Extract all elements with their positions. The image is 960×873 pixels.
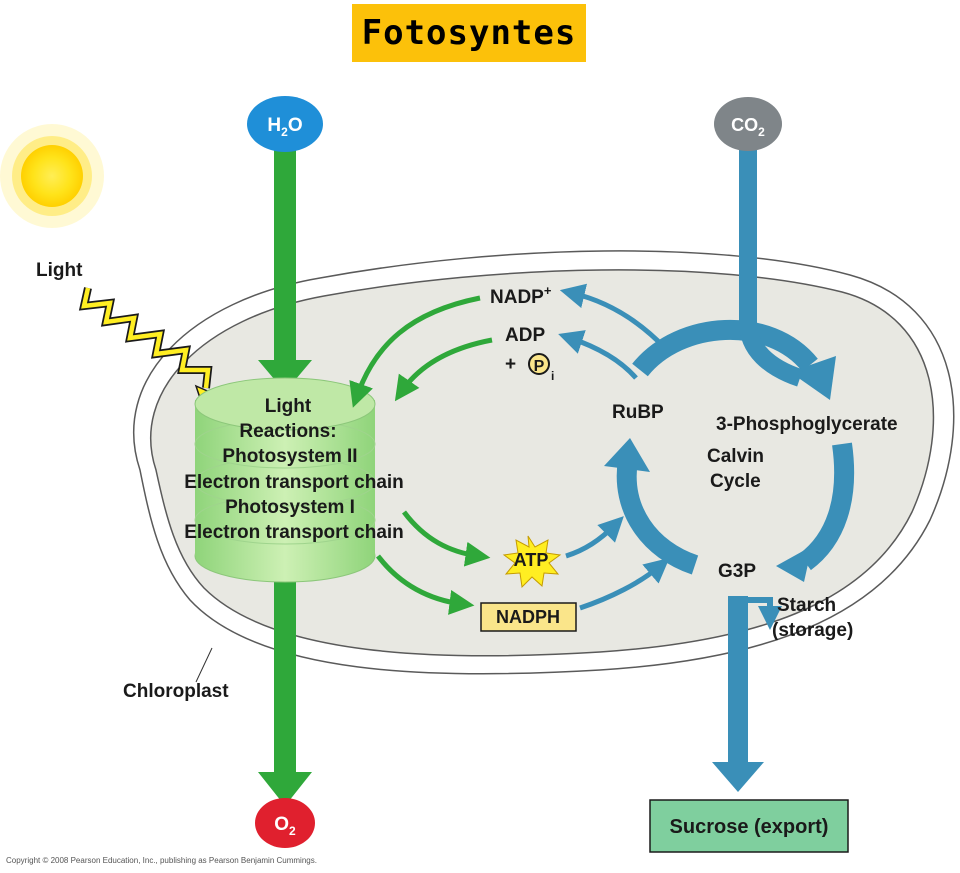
adp-label: ADP bbox=[505, 325, 545, 346]
calvin-arc-pga-to-g3p bbox=[798, 442, 855, 571]
calvin-cycle-line-1: Calvin bbox=[707, 446, 764, 467]
light-label: Light bbox=[36, 260, 83, 281]
calvin-arc-ribp-to-pga bbox=[632, 319, 818, 377]
nadph-box bbox=[480, 602, 577, 632]
co2-badge bbox=[714, 97, 782, 151]
water-badge bbox=[247, 96, 323, 152]
water-formula: H2O bbox=[267, 115, 302, 139]
arrowhead-pga bbox=[790, 356, 836, 400]
light-reactions-line-5: Photosystem I bbox=[225, 497, 355, 518]
g3p-label: G3P bbox=[718, 561, 756, 582]
chloroplast-pointer bbox=[195, 647, 213, 683]
light-reactions-line-1: Light bbox=[265, 396, 312, 417]
sun-icon bbox=[0, 124, 104, 228]
thylakoid-stack bbox=[194, 377, 376, 583]
light-reactions-line-3: Photosystem II bbox=[222, 446, 357, 467]
title-banner: Fotosyntes bbox=[352, 4, 586, 62]
light-reactions-line-2: Reactions: bbox=[239, 421, 336, 442]
page-title: Fotosyntes bbox=[361, 13, 577, 53]
light-reactions-to-atp-arrow bbox=[402, 510, 491, 567]
co2-arrow-shaft bbox=[739, 140, 804, 387]
phosphate-subscript: i bbox=[551, 369, 554, 383]
pga-label: 3-Phosphoglycerate bbox=[716, 414, 898, 435]
calvin-to-adp-arrow bbox=[558, 330, 638, 380]
co2-formula: CO2 bbox=[731, 115, 765, 139]
calvin-to-nadp-arrow bbox=[559, 283, 667, 350]
sucrose-box bbox=[649, 799, 849, 853]
arrowhead-ribp bbox=[604, 438, 650, 472]
nadph-to-calvin-arrow bbox=[579, 557, 670, 611]
starch-label-line-2: (storage) bbox=[772, 620, 853, 641]
light-reactions-text: Light Reactions: Photosystem II Electron… bbox=[184, 396, 404, 543]
light-reactions-line-4: Electron transport chain bbox=[184, 472, 404, 493]
calvin-arc-g3p-to-ribp bbox=[616, 458, 699, 575]
chloroplast-label: Chloroplast bbox=[123, 681, 229, 702]
sucrose-label: Sucrose (export) bbox=[670, 816, 829, 838]
sucrose-arrow-shaft bbox=[728, 596, 748, 766]
oxygen-arrowhead bbox=[258, 772, 312, 806]
atp-label: ATP bbox=[514, 550, 549, 570]
g3p-to-starch-arrow bbox=[740, 597, 782, 630]
adp-to-light-reactions-arrow bbox=[394, 337, 493, 402]
phosphate-icon bbox=[528, 353, 550, 375]
starch-label-line-1: Starch bbox=[777, 595, 836, 616]
water-arrowhead bbox=[258, 360, 312, 392]
copyright-text: Copyright © 2008 Pearson Education, Inc.… bbox=[6, 856, 317, 865]
atp-to-calvin-arrow bbox=[565, 516, 624, 559]
plus-label: + bbox=[505, 354, 516, 375]
nadp-label: NADP+ bbox=[490, 283, 552, 308]
arrowhead-g3p bbox=[776, 546, 812, 582]
phosphate-label: P bbox=[534, 358, 545, 375]
sucrose-arrowhead bbox=[712, 762, 764, 792]
ribp-label: RuBP bbox=[612, 402, 664, 423]
atp-star bbox=[502, 535, 562, 589]
light-reactions-line-6: Electron transport chain bbox=[184, 522, 404, 543]
oxygen-badge bbox=[255, 798, 315, 848]
calvin-cycle-line-2: Cycle bbox=[710, 471, 761, 492]
nadph-label: NADPH bbox=[496, 607, 560, 627]
oxygen-formula: O2 bbox=[274, 814, 296, 838]
nadp-to-light-reactions-arrow bbox=[349, 295, 481, 408]
light-reactions-to-nadph-arrow bbox=[376, 554, 475, 615]
